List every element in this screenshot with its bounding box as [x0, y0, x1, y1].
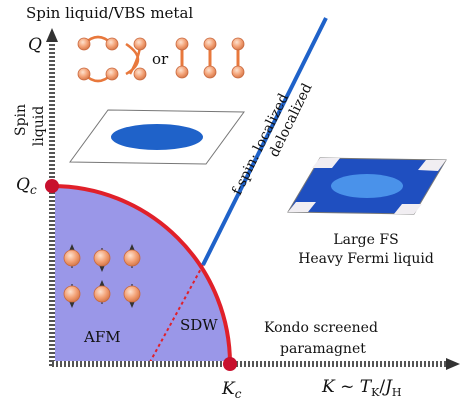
vbs-dimer-icon — [175, 37, 245, 79]
y-axis — [49, 40, 55, 366]
transition-line — [201, 17, 328, 266]
x-axis-tilde: ~ — [335, 377, 360, 397]
kc-critical-point — [223, 357, 237, 371]
y-axis-label-liquid: liquid — [31, 106, 47, 146]
kondo-label-1: Kondo screened — [264, 320, 378, 336]
x-axis-formula: K ~ TK/JH — [321, 377, 401, 399]
kondo-label-2: paramagnet — [280, 341, 366, 357]
qc-label-sub: c — [30, 183, 37, 197]
title-top: Spin liquid/VBS metal — [26, 4, 193, 22]
x-axis-t: T — [360, 377, 373, 397]
kc-label-sub: c — [235, 387, 242, 401]
qc-critical-point — [45, 179, 59, 193]
kc-label: Kc — [221, 379, 242, 401]
x-axis-tsub: K — [371, 386, 380, 399]
or-label: or — [152, 50, 169, 68]
small-fermi-surface-icon — [69, 109, 245, 165]
x-axis-k: K — [321, 377, 336, 397]
afm-label: AFM — [83, 328, 121, 346]
phase-boundary — [51, 184, 232, 365]
x-axis — [52, 361, 448, 367]
y-axis-arrow — [46, 28, 58, 42]
heavy-fermi-label: Heavy Fermi liquid — [298, 251, 434, 267]
sdw-label: SDW — [180, 316, 218, 334]
kc-label-main: K — [221, 379, 236, 399]
ordered-phase-region — [52, 186, 230, 364]
x-axis-j: J — [382, 377, 393, 397]
y-axis-label-spin: Spin — [13, 104, 29, 136]
singlet-cluster-icon — [77, 35, 147, 83]
x-axis-jsub: H — [392, 386, 402, 399]
afm-spin-lattice-icon — [63, 244, 141, 308]
afm-sdw-boundary — [149, 264, 204, 363]
qc-label: Qc — [16, 175, 37, 197]
qc-label-main: Q — [16, 175, 30, 195]
x-axis-slash: / — [379, 377, 385, 397]
large-fermi-surface-icon — [287, 157, 447, 215]
large-fs-label: Large FS — [333, 232, 398, 248]
y-axis-variable: Q — [28, 35, 42, 55]
x-axis-arrow — [446, 358, 460, 370]
